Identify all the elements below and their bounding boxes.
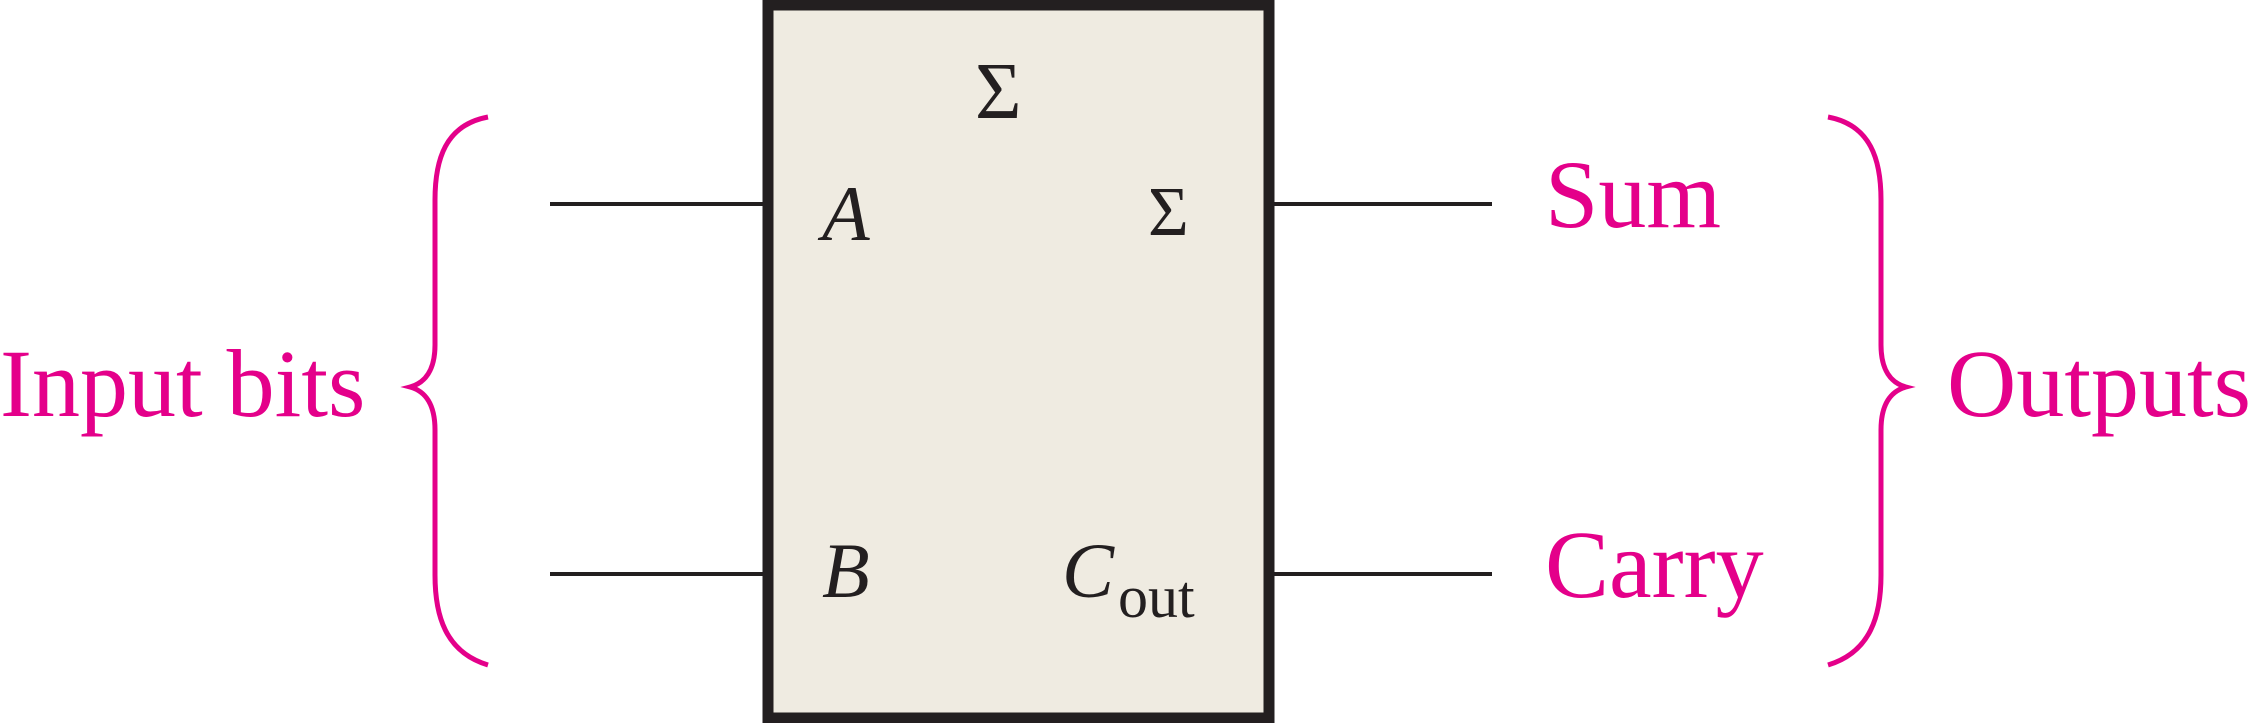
sum-pin-label: Σ [1148, 174, 1189, 251]
adder-block [762, 0, 1275, 723]
block-sigma-symbol: Σ [975, 48, 1022, 136]
carry-output-label: Carry [1545, 511, 1764, 618]
carry-pin-subscript: out [1118, 564, 1195, 630]
output-brace [1827, 114, 1916, 668]
carry-pin-label: C [1062, 527, 1115, 614]
input-bits-label: Input bits [0, 330, 365, 437]
sum-output-label: Sum [1545, 141, 1721, 248]
input-brace [400, 114, 489, 668]
outputs-label: Outputs [1947, 330, 2250, 437]
input-b-pin-label: B [822, 527, 870, 614]
input-a-pin-label: A [817, 170, 870, 257]
